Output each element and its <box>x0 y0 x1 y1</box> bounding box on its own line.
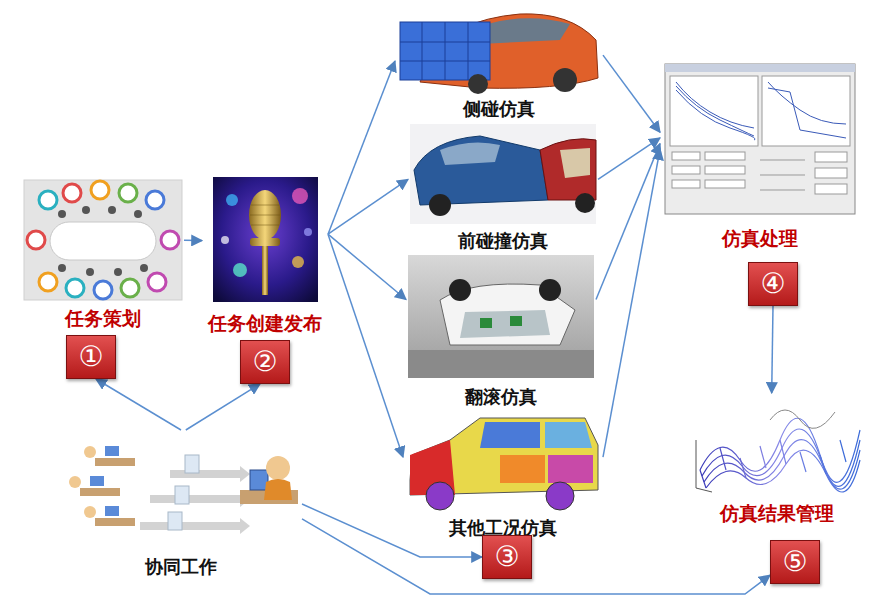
simulation-case: 前碰撞仿真 <box>408 120 598 252</box>
flow-arrow <box>598 138 660 180</box>
process-step: 仿真处理 <box>660 60 860 250</box>
side-crash-picture <box>400 14 598 94</box>
collaboration-box: 协同工作 <box>60 430 302 578</box>
process-step: 任务策划 <box>22 178 184 330</box>
step-caption: 翻滚仿真 <box>463 386 539 408</box>
step-caption: 仿真结果管理 <box>718 502 836 525</box>
software-window-picture <box>665 64 855 214</box>
surface-plot-picture <box>696 410 860 492</box>
callout-number: ② <box>252 348 277 376</box>
callout-number: ⑤ <box>770 540 820 584</box>
rollover-picture <box>408 255 594 378</box>
flow-arrow <box>596 144 660 300</box>
frontal-crash-picture <box>410 124 596 224</box>
collaboration-picture <box>69 446 298 534</box>
flow-arrow <box>772 306 773 393</box>
callout-number: ② <box>240 340 290 384</box>
step-caption: 任务创建发布 <box>206 312 324 335</box>
simulation-case: 侧碰仿真 <box>395 2 603 120</box>
callout-number: ③ <box>482 535 532 579</box>
flow-arrow <box>328 179 408 234</box>
flow-arrow <box>603 149 660 457</box>
flow-arrow <box>186 384 260 430</box>
callout-number: ③ <box>494 543 519 571</box>
step-caption: 协同工作 <box>143 556 219 578</box>
flow-arrow <box>328 61 395 234</box>
flow-arrow <box>184 240 202 242</box>
callout-number: ⑤ <box>782 548 807 576</box>
callout-number: ④ <box>760 270 785 298</box>
simulation-case: 翻滚仿真 <box>406 253 596 408</box>
meeting-picture <box>24 180 182 300</box>
step-caption: 仿真处理 <box>720 227 800 250</box>
microphone-picture <box>213 177 318 302</box>
step-caption: 侧碰仿真 <box>461 98 537 120</box>
callout-number: ① <box>66 335 116 379</box>
step-caption: 任务策划 <box>63 307 143 330</box>
suv-picture <box>410 418 598 510</box>
process-step: 仿真结果管理 <box>688 393 866 525</box>
flow-arrow <box>603 55 660 132</box>
process-step: 任务创建发布 <box>202 175 328 335</box>
flow-arrow <box>328 234 403 457</box>
simulation-case: 其他工况仿真 <box>403 413 603 539</box>
callout-number: ④ <box>748 262 798 306</box>
flow-arrow <box>328 234 406 299</box>
step-caption: 前碰撞仿真 <box>456 230 550 252</box>
flow-arrow <box>96 379 181 430</box>
callout-number: ① <box>78 343 103 371</box>
